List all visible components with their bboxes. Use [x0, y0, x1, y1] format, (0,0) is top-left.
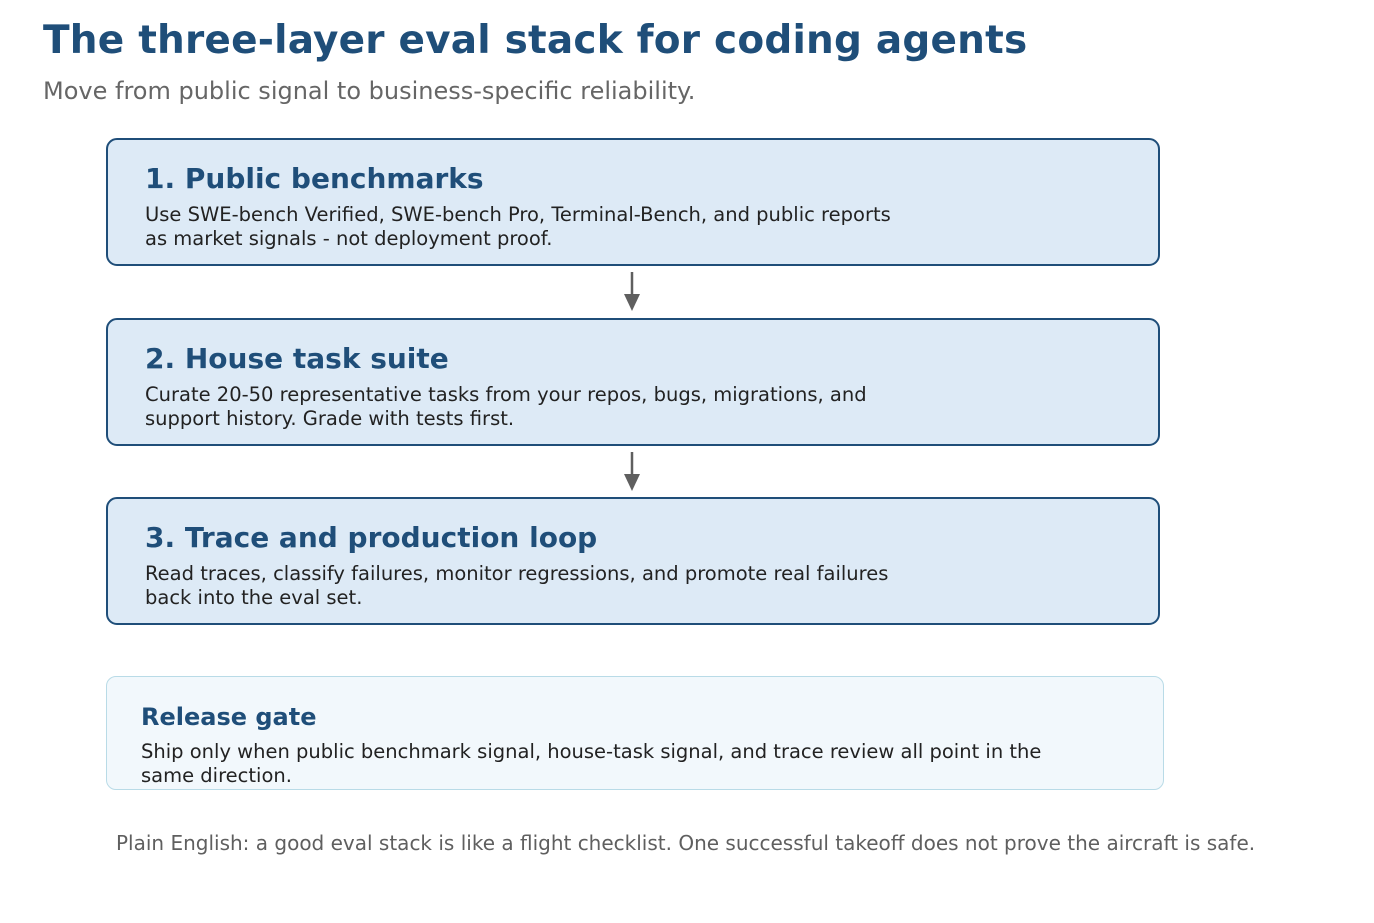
- arrow-down-icon: [624, 272, 640, 311]
- release-gate-box: Release gate Ship only when public bench…: [106, 676, 1164, 790]
- layer-1-description: Use SWE-bench Verified, SWE-bench Pro, T…: [145, 203, 891, 250]
- layer-1-box: 1. Public benchmarks Use SWE-bench Verif…: [106, 138, 1160, 266]
- layer-2-title: 2. House task suite: [145, 342, 449, 375]
- layer-2-box: 2. House task suite Curate 20-50 represe…: [106, 318, 1160, 446]
- page-title: The three-layer eval stack for coding ag…: [43, 18, 1028, 63]
- page-subtitle: Move from public signal to business-spec…: [43, 77, 696, 105]
- footer-note: Plain English: a good eval stack is like…: [116, 831, 1256, 855]
- release-gate-description: Ship only when public benchmark signal, …: [141, 740, 1042, 787]
- layer-2-description: Curate 20-50 representative tasks from y…: [145, 383, 867, 430]
- release-gate-title: Release gate: [141, 703, 317, 731]
- layer-3-description: Read traces, classify failures, monitor …: [145, 562, 889, 609]
- layer-3-box: 3. Trace and production loop Read traces…: [106, 497, 1160, 625]
- arrow-down-icon: [624, 452, 640, 491]
- layer-3-title: 3. Trace and production loop: [145, 521, 598, 554]
- layer-1-title: 1. Public benchmarks: [145, 162, 484, 195]
